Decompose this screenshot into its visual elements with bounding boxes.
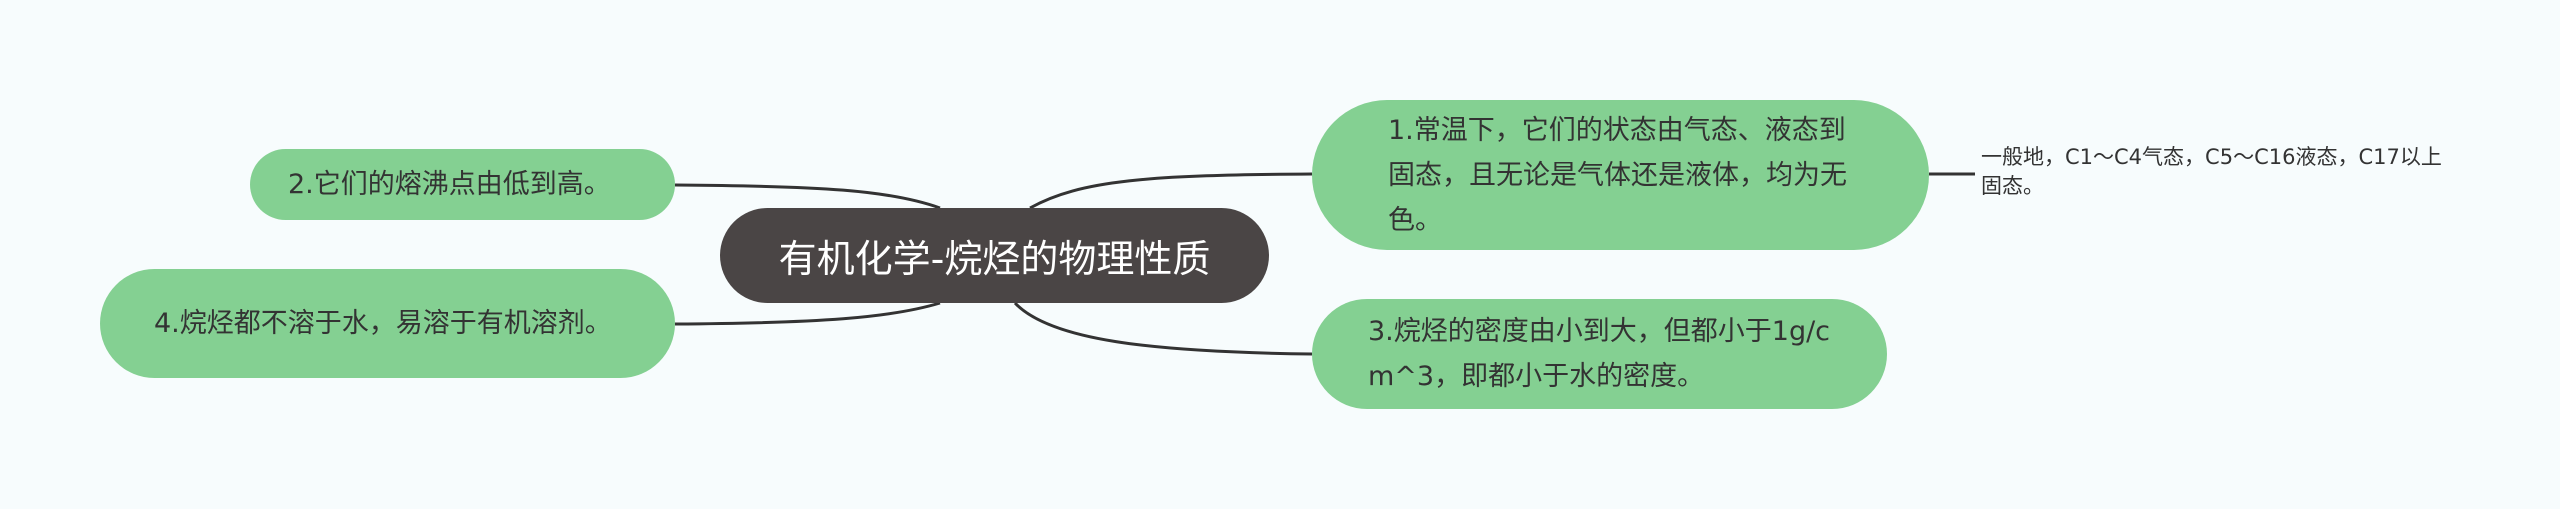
link-center-to-topic-4 — [674, 301, 941, 326]
topic-node-2-label: 2.它们的熔沸点由低到高。 — [288, 169, 611, 200]
topic-node-2[interactable]: 2.它们的熔沸点由低到高。 — [250, 149, 675, 220]
topic-node-1[interactable]: 1.常温下，它们的状态由气态、液态到固态，且无论是气体还是液体，均为无色。 — [1312, 100, 1929, 250]
link-center-to-topic-2 — [674, 183, 941, 210]
topic-node-1-label: 1.常温下，它们的状态由气态、液态到固态，且无论是气体还是液体，均为无色。 — [1388, 114, 1847, 236]
link-center-to-topic-1 — [1029, 172, 1313, 210]
topic-node-4-label: 4.烷烃都不溶于水，易溶于有机溶剂。 — [154, 308, 612, 339]
detail-node-1[interactable]: 一般地，C1～C4气态，C5～C16液态，C17以上固态。 — [1981, 143, 2451, 207]
central-topic[interactable]: 有机化学-烷烃的物理性质 — [720, 208, 1269, 303]
topic-node-3[interactable]: 3.烷烃的密度由小到大，但都小于1g/cm^3，即都小于水的密度。 — [1312, 299, 1887, 409]
central-topic-label: 有机化学-烷烃的物理性质 — [778, 237, 1211, 281]
detail-node-1-label: 一般地，C1～C4气态，C5～C16液态，C17以上固态。 — [1981, 145, 2442, 198]
topic-node-4[interactable]: 4.烷烃都不溶于水，易溶于有机溶剂。 — [100, 269, 675, 378]
link-center-to-topic-3 — [1013, 301, 1313, 356]
topic-node-3-label: 3.烷烃的密度由小到大，但都小于1g/cm^3，即都小于水的密度。 — [1368, 316, 1831, 392]
